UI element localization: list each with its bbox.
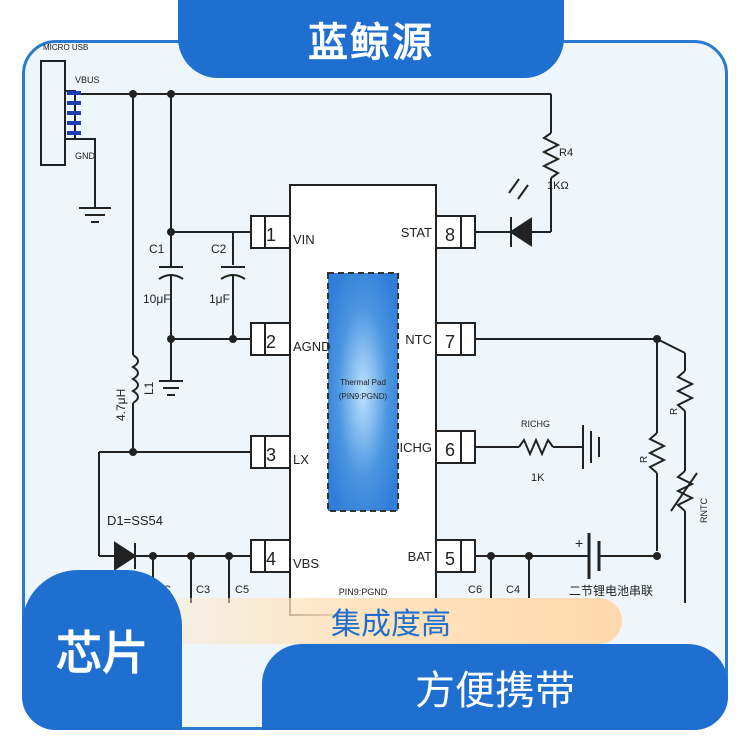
resistor-richg	[518, 437, 554, 457]
c6-label: C6	[468, 584, 482, 596]
pin-name-vin: VIN	[293, 232, 315, 247]
c2-value: 1μF	[209, 292, 230, 306]
pin-name-lx: LX	[293, 452, 309, 467]
feature-primary-text: 集成度高	[331, 607, 451, 642]
pin-box-2	[250, 322, 291, 356]
pin-name-bat: BAT	[408, 549, 432, 564]
pin-num-3: 3	[266, 445, 276, 465]
pin-num-1: 1	[266, 225, 276, 245]
c1-label: C1	[149, 242, 165, 256]
pin-num-4: 4	[266, 549, 276, 569]
pin-name-stat: STAT	[401, 225, 432, 240]
pin-name-ichg: ICHG	[400, 440, 433, 455]
feature-secondary-banner: 方便携带	[262, 644, 728, 730]
c4-label: C4	[506, 584, 520, 596]
pin-box-6	[435, 430, 476, 464]
brand-title-tab: 蓝鲸源	[178, 0, 564, 78]
pin-num-5: 5	[445, 549, 455, 569]
thermal-pad	[327, 272, 399, 512]
chip-badge: 芯片	[22, 570, 182, 730]
rntc-label: RNTC	[699, 498, 709, 523]
d1-label: D1=SS54	[107, 513, 163, 528]
c2-label: C2	[211, 242, 227, 256]
r-left-label: R	[639, 456, 650, 463]
usb-connector	[40, 60, 66, 166]
c3-label: C3	[196, 584, 210, 596]
pin-num-6: 6	[445, 440, 455, 460]
battery-plus-label: +	[575, 535, 583, 551]
c1-value: 10μF	[143, 292, 171, 306]
pin-num-7: 7	[445, 332, 455, 352]
led-stat	[509, 217, 532, 247]
richg-label: RICHG	[521, 419, 550, 429]
pin-box-8	[435, 215, 476, 249]
pin-box-3	[250, 435, 291, 469]
inductor-l1	[131, 354, 139, 404]
l1-value: 4.7μH	[114, 389, 128, 421]
diode-d1	[114, 541, 137, 571]
pin-name-vbs: VBS	[293, 556, 319, 571]
pin-box-4	[250, 539, 291, 573]
r4-label: R4	[559, 147, 573, 159]
r-right-label: R	[669, 408, 680, 415]
thermal-pad-label: Thermal Pad	[340, 378, 386, 387]
pin-box-1	[250, 215, 291, 249]
resistor-r4	[541, 132, 561, 179]
pin-name-agnd: AGND	[293, 339, 331, 354]
pin-box-7	[435, 322, 476, 356]
pin-num-2: 2	[266, 332, 276, 352]
vbus-label: VBUS	[75, 75, 100, 85]
richg-value: 1K	[531, 472, 545, 484]
pgnd-label: PIN9:PGND	[339, 587, 388, 597]
c5-label: C5	[235, 584, 249, 596]
pin-num-8: 8	[445, 225, 455, 245]
pin-name-ntc: NTC	[405, 332, 432, 347]
thermal-pad-sublabel: (PIN9:PGND)	[339, 392, 388, 401]
feature-secondary-text: 方便携带	[415, 668, 575, 714]
pin-box-5	[435, 539, 476, 573]
battery-label: 二节锂电池串联	[569, 583, 653, 598]
l1-label: L1	[142, 381, 156, 395]
brand-title: 蓝鲸源	[308, 20, 434, 66]
feature-primary-banner: 集成度高	[160, 598, 622, 644]
circuit-schematic: MICRO USB VBUS GND 1 VIN 2 AGND 3 LX 4 V…	[40, 43, 709, 616]
usb-header-label: MICRO USB	[43, 43, 88, 52]
thermistor-rntc	[675, 470, 695, 512]
chip-badge-label: 芯片	[56, 626, 148, 680]
gnd-label: GND	[75, 151, 96, 161]
r4-value: 1KΩ	[547, 180, 569, 192]
